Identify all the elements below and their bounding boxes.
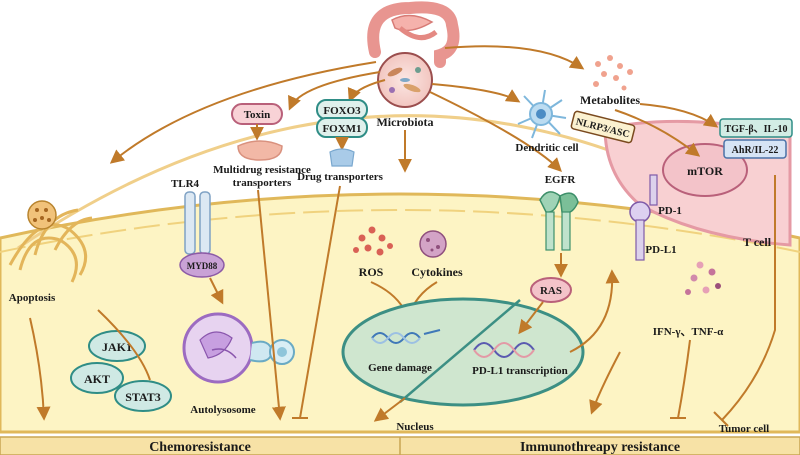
nlrp3-node <box>570 110 636 144</box>
tgf-label: TGF-β、IL-10 <box>724 124 787 135</box>
drug-transporter-icon <box>329 148 355 167</box>
dna-transcription-icon <box>473 342 535 358</box>
downstream-arrows <box>29 175 776 427</box>
immunotherapy-resistance-label: Immunothreapy resistance <box>520 440 680 455</box>
pdl1-transcription-label: PD-L1 transcription <box>472 365 568 377</box>
akt-label: AKT <box>84 372 110 386</box>
egfr-label: EGFR <box>545 174 577 186</box>
ifn-tnf-label: IFN-γ、TNF-α <box>653 326 724 338</box>
transporters-label: transporters <box>233 177 292 189</box>
ros-dots <box>353 226 393 256</box>
microbiota-arrows <box>109 45 585 173</box>
apoptosis-label: Apoptosis <box>9 292 56 304</box>
pd1-pdl1-icon <box>629 174 658 261</box>
cytokines-icon <box>419 230 447 258</box>
jak1-label: JAK1 <box>102 340 132 354</box>
drug-transporters-label: Drug transporters <box>297 171 384 183</box>
apoptosis-icon <box>8 200 93 283</box>
microbiota-label: Microbiota <box>376 115 433 129</box>
stat3-node <box>114 380 172 412</box>
autolysosome-label: Autolysosome <box>190 404 256 416</box>
dendritic-cell-icon <box>517 89 567 139</box>
pdl1-label: PD-L1 <box>645 244 676 256</box>
pd1-label: PD-1 <box>658 205 682 217</box>
multidrug-label: Multidrug resistance <box>213 164 311 176</box>
tlr4-receptor-icon <box>184 191 211 255</box>
tumor-cell-inner-edge <box>0 209 800 253</box>
tlr4-label: TLR4 <box>171 178 200 190</box>
jak1-node <box>88 330 146 362</box>
ahr-node <box>723 139 787 159</box>
chemoresistance-label: Chemoresistance <box>149 440 251 455</box>
gene-damage-label: Gene damage <box>368 362 432 374</box>
metabolites-label: Metabolites <box>580 93 640 107</box>
metabolites-dots <box>593 55 633 91</box>
toxin-label: Toxin <box>244 109 271 121</box>
tgf-node <box>719 118 793 138</box>
t-cell-label: T cell <box>743 235 772 249</box>
apoptosis-dots <box>33 208 51 222</box>
akt-node <box>70 362 124 394</box>
ras-label: RAS <box>540 285 562 297</box>
myd88-node <box>179 252 225 278</box>
multidrug-transporter-icon <box>237 140 283 161</box>
nucleus-divider <box>399 299 521 403</box>
dna-damage-icon <box>371 329 441 344</box>
tumor-cell-label: Tumor cell <box>719 423 769 435</box>
ros-label: ROS <box>359 265 384 279</box>
foxm1-label: FOXM1 <box>322 123 361 135</box>
foxo3-label: FOXO3 <box>323 105 361 117</box>
stat3-label: STAT3 <box>125 390 161 404</box>
microbiota-icon <box>377 52 433 108</box>
ras-node <box>530 277 572 303</box>
mtor-label: mTOR <box>687 164 723 178</box>
myd88-label: MYD88 <box>187 261 218 271</box>
nucleus-body <box>341 297 585 407</box>
egfr-receptor-icon <box>539 191 579 251</box>
cytokines-label: Cytokines <box>411 265 463 279</box>
autolysosome-icon <box>182 312 295 384</box>
ahr-label: AhR/IL-22 <box>732 145 779 156</box>
dendritic-cell-label: Dendritic cell <box>515 142 578 154</box>
ifn-tnf-dots <box>685 261 721 295</box>
nucleus-label: Nucleus <box>396 421 434 433</box>
